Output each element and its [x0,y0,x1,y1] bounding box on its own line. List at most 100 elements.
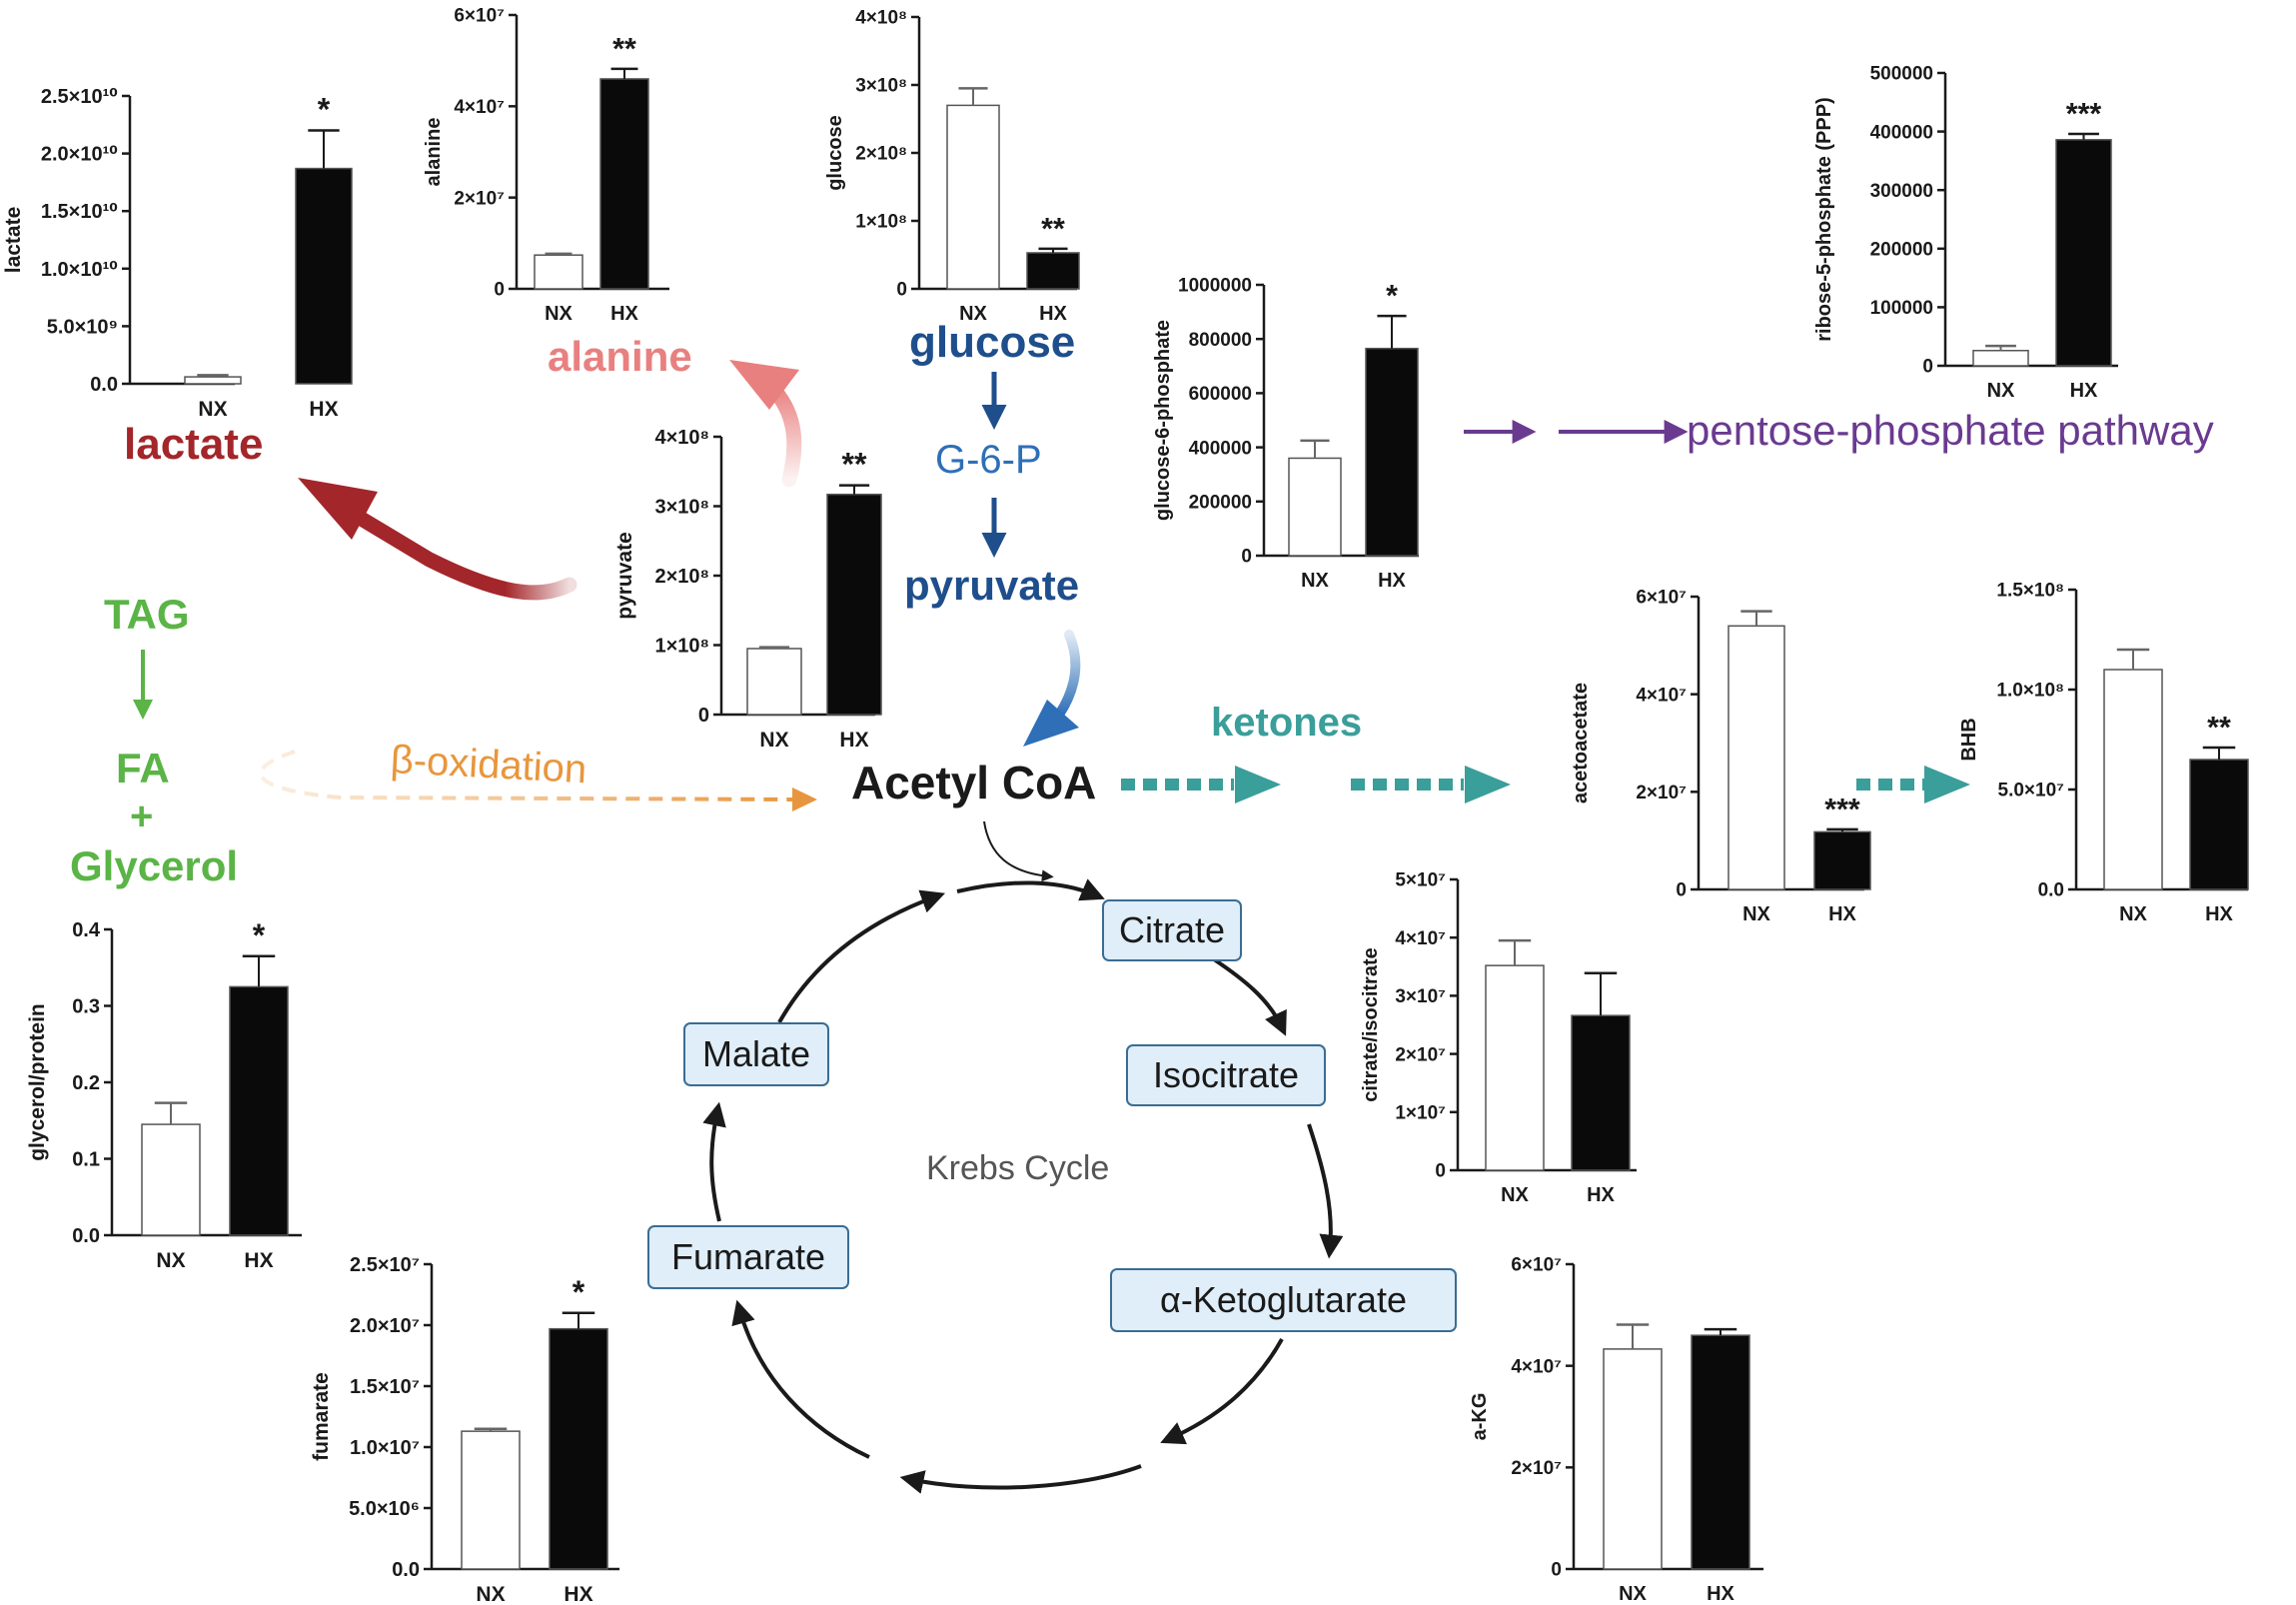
pyruvate-label: pyruvate [904,562,1080,609]
chart-lactate-tick-label: 2.0×10¹⁰ [41,144,118,166]
chart-citrate-category-label: HX [1587,1184,1615,1206]
chart-bhb-tick-label: 1.5×10⁸ [1996,581,2064,602]
chart-acetoacetate-tick-label: 6×10⁷ [1636,588,1687,609]
chart-fumarate: 0.05.0×10⁶1.0×10⁷1.5×10⁷2.0×10⁷2.5×10⁷fu… [310,1254,619,1605]
chart-pyruvate-category-label: NX [759,729,788,752]
chart-fumarate-bar-nx [461,1430,521,1570]
chart-glycerol-bar-hx [229,985,289,1236]
chart-akg-ylabel: a-KG [1469,1393,1491,1441]
glycerol-label: Glycerol [70,842,239,889]
chart-pyruvate-tick-label: 0 [698,705,709,727]
chart-fumarate-tick-label: 0.0 [392,1559,420,1581]
chart-bhb-tick-label: 5.0×10⁷ [1998,781,2065,802]
chart-bhb-category-label: NX [2119,903,2147,925]
chart-glycerol-tick-label: 0.1 [72,1149,100,1171]
beta-oxidation-label: β-oxidation [389,738,588,793]
chart-acetoacetate-category-label: HX [1828,903,1856,925]
acetyl-coa-label: Acetyl CoA [851,757,1097,808]
chart-lactate-tick-label: 1.0×10¹⁰ [41,259,118,281]
chart-lactate-category-label: NX [198,398,227,421]
chart-citrate-tick-label: 5×10⁷ [1395,870,1446,891]
chart-lactate-tick-label: 0.0 [90,374,118,396]
chart-lactate-bar-nx [184,376,242,385]
chart-citrate-tick-label: 3×10⁷ [1395,986,1446,1007]
chart-citrate-ylabel: citrate/isocitrate [1360,947,1382,1102]
chart-citrate-bar-nx [1485,964,1545,1171]
chart-akg-category-label: NX [1619,1583,1647,1605]
chart-g6p-category-label: HX [1378,570,1406,592]
chart-r5p-ylabel: ribose-5-phosphate (PPP) [1813,97,1835,341]
chart-g6p: 02000004000006000008000001000000glucose-… [1152,276,1419,592]
arrowhead-lactate [298,478,378,540]
isocitrate-box: Isocitrate [1126,1044,1326,1106]
chart-citrate-tick-label: 0 [1435,1161,1446,1182]
ketones-label: ketones [1211,701,1363,745]
chart-lactate-tick-label: 2.5×10¹⁰ [41,86,118,108]
chart-glycerol-bar-nx [141,1123,201,1236]
chart-akg-category-label: HX [1707,1583,1734,1605]
chart-g6p-bar-hx [1365,347,1419,557]
chart-glycerol-tick-label: 0.2 [72,1072,100,1094]
chart-r5p-significance: *** [2066,97,2102,131]
chart-alanine-category-label: HX [610,303,638,325]
chart-pyruvate-tick-label: 4×10⁸ [654,427,709,449]
chart-glycerol-tick-label: 0.0 [72,1225,100,1247]
chart-r5p-category-label: HX [2070,380,2098,402]
chart-glucose-tick-label: 0 [896,280,907,301]
chart-r5p-bar-hx [2055,139,2112,367]
chart-citrate-tick-label: 4×10⁷ [1395,928,1446,949]
chart-acetoacetate-bar-nx [1727,625,1785,890]
chart-alanine-tick-label: 4×10⁷ [454,97,505,118]
chart-fumarate-tick-label: 2.5×10⁷ [350,1254,420,1276]
plus-label: + [130,795,154,838]
chart-alanine-tick-label: 6×10⁷ [454,6,505,27]
chart-fumarate-category-label: HX [564,1583,592,1605]
chart-r5p: 0100000200000300000400000500000ribose-5-… [1813,64,2118,402]
alanine-label: alanine [548,333,692,380]
chart-citrate-tick-label: 1×10⁷ [1395,1102,1446,1123]
chart-r5p-category-label: NX [1987,380,2015,402]
arrowhead-ketones [1235,766,1281,803]
lactate-label: lactate [124,420,264,469]
chart-akg-tick-label: 4×10⁷ [1511,1356,1562,1377]
chart-citrate-category-label: NX [1501,1184,1529,1206]
chart-bhb-bar-hx [2189,759,2249,890]
chart-acetoacetate-tick-label: 0 [1676,880,1687,901]
chart-acetoacetate-tick-label: 2×10⁷ [1636,783,1687,803]
chart-alanine-ylabel: alanine [423,118,445,187]
chart-alanine-category-label: NX [545,303,573,325]
chart-glycerol-tick-label: 0.4 [72,919,101,941]
krebs-cycle-arrows [702,878,1344,1494]
chart-alanine-tick-label: 0 [494,280,505,301]
chart-g6p-tick-label: 1000000 [1178,276,1252,297]
chart-g6p-tick-label: 600000 [1189,384,1252,405]
arrow-acetylcoa-into-krebs [983,820,1054,882]
chart-pyruvate-tick-label: 2×10⁸ [654,566,709,588]
chart-acetoacetate-tick-label: 4×10⁷ [1636,685,1687,706]
chart-glucose-tick-label: 3×10⁸ [855,76,907,97]
chart-glucose-tick-label: 2×10⁸ [855,144,907,165]
chart-bhb-tick-label: 1.0×10⁸ [1996,681,2064,702]
chart-glucose-tick-label: 4×10⁸ [855,8,907,29]
chart-pyruvate-tick-label: 3×10⁸ [654,497,709,519]
chart-fumarate-tick-label: 2.0×10⁷ [350,1315,420,1337]
bar-charts: 0.05.0×10⁹1.0×10¹⁰1.5×10¹⁰2.0×10¹⁰2.5×10… [2,6,2249,1605]
chart-glucose-significance: ** [1041,212,1065,246]
chart-fumarate-tick-label: 1.0×10⁷ [350,1437,420,1459]
chart-glycerol-category-label: HX [244,1249,273,1272]
chart-r5p-tick-label: 300000 [1870,181,1933,202]
chart-bhb-tick-label: 0.0 [2038,880,2064,901]
chart-r5p-tick-label: 200000 [1870,239,1933,260]
chart-lactate-tick-label: 1.5×10¹⁰ [41,201,118,223]
chart-r5p-tick-label: 400000 [1870,122,1933,143]
alpha-ketoglutarate-box: α-Ketoglutarate [1110,1268,1457,1332]
chart-fumarate-ylabel: fumarate [310,1372,333,1461]
chart-g6p-ylabel: glucose-6-phosphate [1152,320,1174,521]
malate-box: Malate [683,1022,829,1086]
chart-alanine-bar-nx [534,254,583,290]
